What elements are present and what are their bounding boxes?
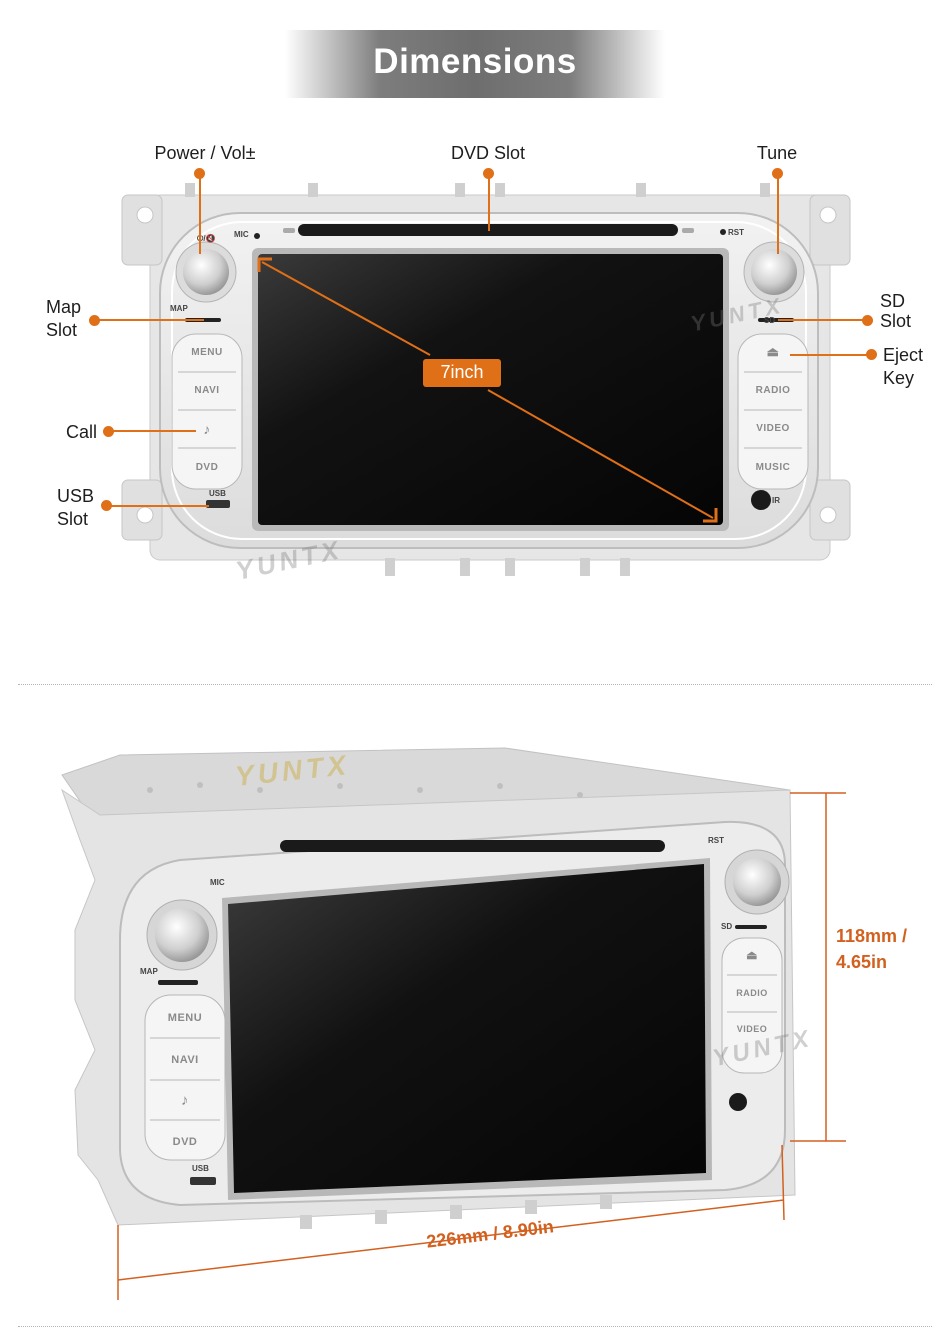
screen-diagonal-annotation bbox=[257, 257, 718, 523]
eject-button[interactable]: ⏏ bbox=[766, 344, 780, 359]
angled-dvd-button[interactable]: DVD bbox=[172, 1136, 198, 1148]
sd-slot-label-line2: Slot bbox=[880, 311, 912, 331]
eject-callout-dot bbox=[866, 349, 877, 360]
dvd-button[interactable]: DVD bbox=[195, 462, 219, 473]
angled-mic-label: MIC bbox=[210, 878, 225, 887]
map-label: MAP bbox=[170, 304, 188, 313]
tune-callout-line bbox=[777, 174, 779, 254]
navi-button[interactable]: NAVI bbox=[194, 385, 220, 396]
section-divider bbox=[18, 1326, 932, 1327]
dvd-callout-line bbox=[488, 174, 490, 231]
sd-callout-dot bbox=[862, 315, 873, 326]
power-callout-line bbox=[199, 174, 201, 254]
sd-label: SD bbox=[764, 316, 776, 325]
screen-size-label: 7inch bbox=[440, 362, 484, 382]
map-slot-label-line1: Map bbox=[46, 297, 82, 317]
ir-label: IR bbox=[772, 496, 780, 505]
call-label: Call bbox=[66, 422, 98, 442]
eject-callout-line bbox=[790, 354, 870, 356]
map-callout-dot bbox=[89, 315, 100, 326]
power-callout-dot bbox=[194, 168, 205, 179]
dvd-slot-label: DVD Slot bbox=[450, 143, 526, 163]
call-button[interactable]: ♪ bbox=[203, 421, 211, 437]
angled-video-button[interactable]: VIDEO bbox=[736, 1024, 768, 1034]
usb-slot-label-line1: USB bbox=[57, 486, 95, 506]
video-button[interactable]: VIDEO bbox=[756, 423, 790, 434]
page-title: Dimensions bbox=[373, 42, 577, 81]
power-mute-icon: ⏻/🔇 bbox=[197, 234, 216, 243]
angled-rst-label: RST bbox=[708, 836, 724, 845]
tune-callout-dot bbox=[772, 168, 783, 179]
map-slot-label-line2: Slot bbox=[46, 320, 78, 340]
height-dimension-label: 118mm / bbox=[836, 926, 908, 946]
angled-map-label: MAP bbox=[140, 967, 158, 976]
angled-radio-button[interactable]: RADIO bbox=[736, 988, 768, 998]
power-vol-label: Power / Vol± bbox=[154, 143, 256, 163]
sd-slot-label-line1: SD bbox=[880, 291, 906, 311]
angled-sd-label: SD bbox=[721, 922, 733, 931]
usb-label: USB bbox=[209, 489, 226, 498]
mic-label: MIC bbox=[234, 230, 249, 239]
usb-callout-dot bbox=[101, 500, 112, 511]
screen-size-badge bbox=[423, 359, 501, 387]
angled-call-button[interactable]: ♪ bbox=[181, 1092, 189, 1109]
angled-navi-button[interactable]: NAVI bbox=[171, 1054, 199, 1066]
eject-key-label-line2: Key bbox=[883, 368, 915, 388]
height-dimension-inches: 4.65in bbox=[836, 952, 888, 972]
angled-usb-label: USB bbox=[192, 1164, 209, 1173]
tune-label: Tune bbox=[756, 143, 798, 163]
usb-slot-label-line2: Slot bbox=[57, 509, 89, 529]
map-callout-line bbox=[96, 319, 204, 321]
rst-label: RST bbox=[728, 228, 744, 237]
radio-button[interactable]: RADIO bbox=[755, 385, 791, 396]
menu-button[interactable]: MENU bbox=[191, 347, 223, 358]
section-divider bbox=[18, 684, 932, 685]
usb-callout-line bbox=[107, 505, 209, 507]
eject-key-label-line1: Eject bbox=[883, 345, 924, 365]
title-banner bbox=[285, 30, 665, 98]
angled-menu-button[interactable]: MENU bbox=[167, 1012, 203, 1024]
music-button[interactable]: MUSIC bbox=[755, 462, 791, 473]
angled-eject-button[interactable]: ⏏ bbox=[746, 948, 758, 962]
call-callout-line bbox=[108, 430, 196, 432]
sd-callout-line bbox=[778, 319, 866, 321]
dvd-callout-dot bbox=[483, 168, 494, 179]
call-callout-dot bbox=[103, 426, 114, 437]
